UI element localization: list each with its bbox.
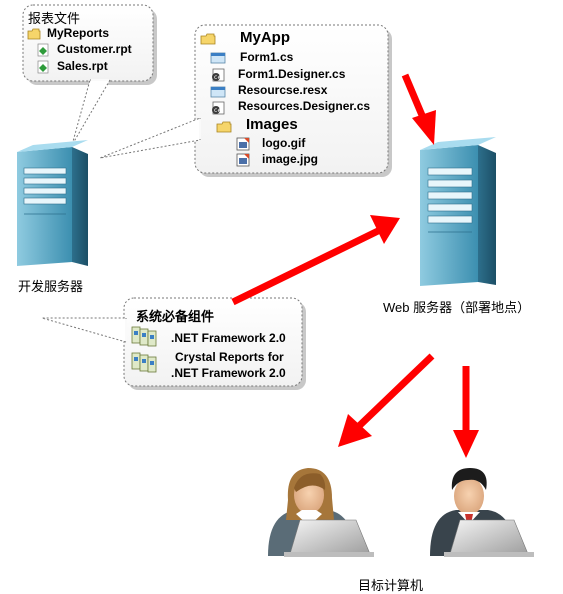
project-bubble-shape [99, 24, 389, 174]
image-file-icon [236, 137, 250, 151]
dev-server-icon [17, 140, 88, 266]
setup-component-icon [131, 352, 157, 373]
image-file-icon [236, 153, 250, 167]
left-user-icon [268, 468, 374, 557]
crystal-report-file-icon [37, 60, 49, 74]
report-bubble-title: 报表文件 [28, 11, 81, 26]
components-bubble-shape [41, 297, 303, 387]
target-computer-label: 目标计算机 [358, 578, 424, 593]
arrow-devserver-to-webserver [231, 215, 400, 306]
svg-text:c#: c# [214, 74, 222, 81]
project-images-folder-label: Images [246, 116, 298, 133]
project-root-label: MyApp [240, 29, 290, 46]
svg-text:c#: c# [214, 107, 222, 114]
report-bubble-shape [22, 4, 154, 146]
report-file-sales: Sales.rpt [57, 59, 108, 73]
component-crystal-reports-line1: Crystal Reports for [175, 350, 284, 364]
arrow-project-to-webserver [401, 73, 436, 145]
csharp-file-icon: c# [212, 101, 225, 115]
project-file-form1: Form1.cs [240, 50, 294, 64]
components-bubble-title: 系统必备组件 [136, 309, 215, 324]
arrow-webserver-to-right-user [453, 366, 479, 458]
report-folder-label: MyReports [47, 26, 110, 40]
csharp-file-icon: c# [212, 68, 225, 82]
web-server-icon [420, 137, 496, 286]
csharp-file-icon [210, 52, 226, 64]
setup-component-icon [131, 326, 157, 347]
component-dotnet-framework: .NET Framework 2.0 [171, 331, 286, 345]
folder-icon [27, 28, 41, 40]
project-file-resources-designer: Resources.Designer.cs [238, 99, 371, 113]
web-server-label: Web 服务器（部署地点） [383, 300, 531, 315]
folder-icon [200, 33, 216, 45]
folder-icon [216, 121, 232, 133]
dev-server-label: 开发服务器 [18, 279, 84, 294]
crystal-report-file-icon [37, 43, 49, 57]
resource-file-icon [210, 86, 226, 98]
component-crystal-reports-line2: .NET Framework 2.0 [171, 366, 286, 380]
project-file-logo: logo.gif [262, 136, 306, 150]
right-user-icon [430, 468, 534, 557]
report-file-customer: Customer.rpt [57, 42, 132, 56]
project-file-image: image.jpg [262, 152, 319, 166]
arrow-webserver-to-left-user [338, 353, 435, 447]
project-file-form1-designer: Form1.Designer.cs [238, 67, 346, 81]
project-file-resx: Resourcse.resx [238, 83, 328, 97]
